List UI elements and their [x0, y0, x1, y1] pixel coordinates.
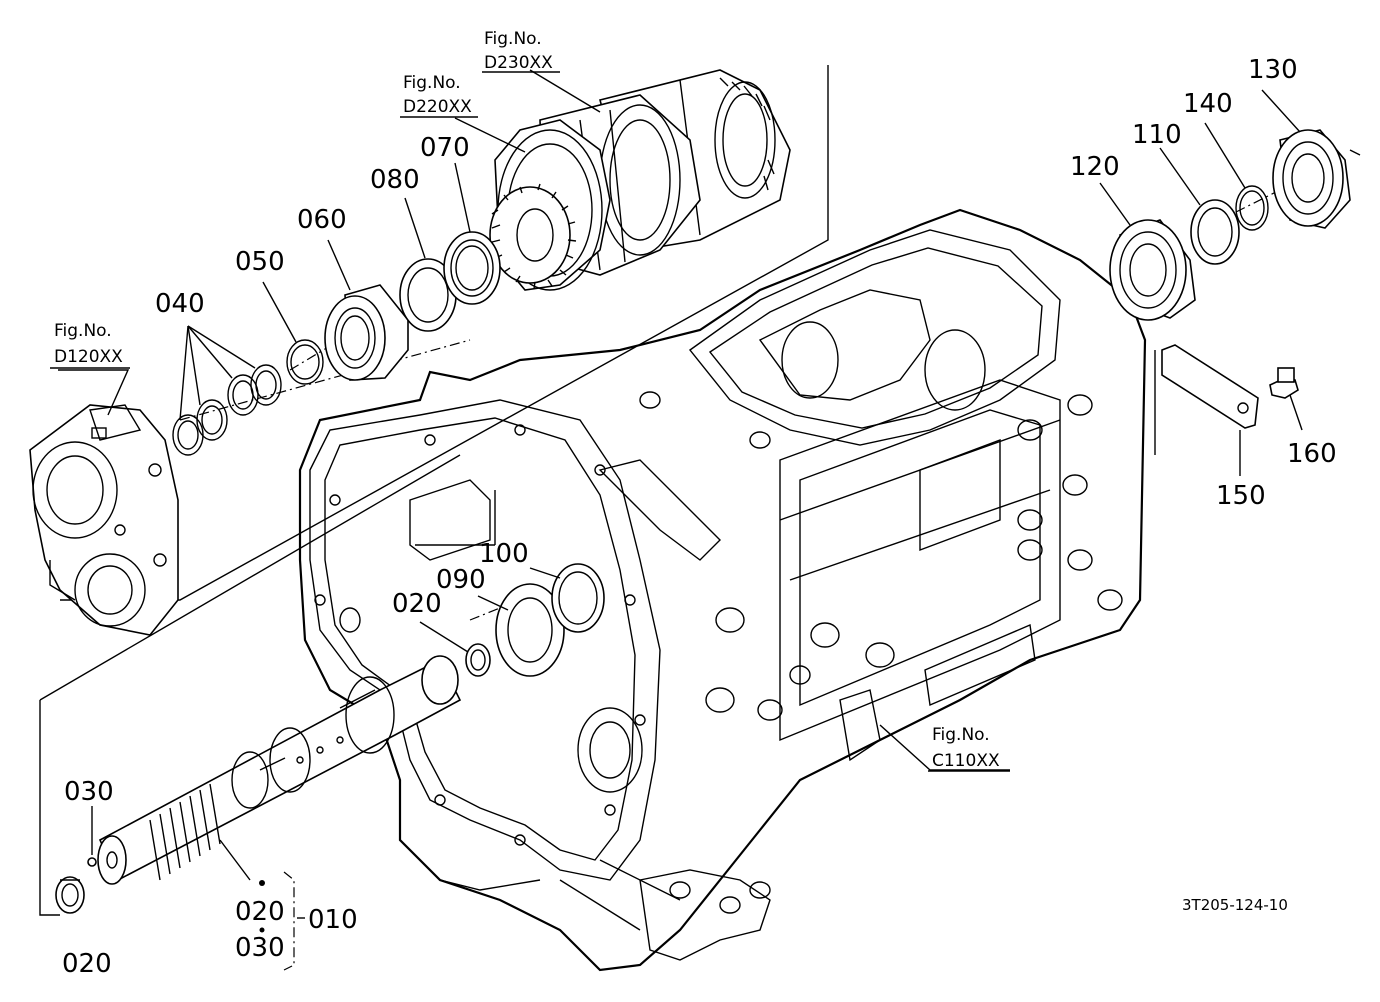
- oring-100-icon: [551, 563, 605, 633]
- figure-ref-d120-line2: D120XX: [54, 347, 123, 367]
- part-label-020-set[interactable]: 020: [235, 897, 285, 927]
- figure-ref-d120[interactable]: Fig.No. D120XX: [50, 321, 130, 369]
- part-label-010[interactable]: 010: [308, 905, 358, 935]
- figure-ref-c110-line2: C110XX: [932, 751, 1000, 771]
- transmission-case-icon: [298, 208, 1147, 972]
- leader-lines: [58, 69, 1303, 933]
- part-label-070[interactable]: 070: [420, 133, 470, 163]
- figure-ref-d220[interactable]: Fig.No. D220XX: [400, 73, 478, 118]
- bushing-020-bottom-icon: [55, 876, 85, 914]
- part-label-160[interactable]: 160: [1287, 439, 1337, 469]
- figure-ref-d120-line1: Fig.No.: [54, 321, 112, 341]
- shims-040-icon: [172, 364, 282, 456]
- input-shaft-icon: [97, 655, 462, 885]
- part-labels: 130 140 110 120 160 150 070 080 060 050 …: [62, 55, 1337, 979]
- figure-ref-c110[interactable]: Fig.No. C110XX: [928, 725, 1010, 772]
- part-label-040[interactable]: 040: [155, 289, 205, 319]
- part-label-080[interactable]: 080: [370, 165, 420, 195]
- bearing-120-icon: [1109, 219, 1196, 321]
- part-label-030-top[interactable]: 030: [64, 777, 114, 807]
- part-label-150[interactable]: 150: [1216, 481, 1266, 511]
- drawing-code: 3T205-124-10: [1182, 896, 1288, 914]
- part-label-090[interactable]: 090: [436, 565, 486, 595]
- seal-090-icon: [495, 583, 565, 677]
- plate-150-icon: [1161, 344, 1259, 429]
- gear-assembly-icon: [489, 69, 791, 291]
- figure-ref-d230[interactable]: Fig.No. D230XX: [482, 29, 560, 73]
- bearing-060-icon: [324, 284, 409, 381]
- figure-ref-d220-line1: Fig.No.: [403, 73, 461, 93]
- circlip-140-icon: [1235, 185, 1269, 231]
- part-label-100[interactable]: 100: [479, 539, 529, 569]
- seal-070-icon: [443, 231, 501, 305]
- part-label-020-bottom[interactable]: 020: [62, 949, 112, 979]
- figure-ref-d230-line1: Fig.No.: [484, 29, 542, 49]
- bushing-020-icon: [465, 643, 491, 677]
- circlip-050-icon: [286, 339, 324, 385]
- part-label-050[interactable]: 050: [235, 247, 285, 277]
- part-label-110[interactable]: 110: [1132, 120, 1182, 150]
- part-label-030-set[interactable]: 030: [235, 933, 285, 963]
- part-label-140[interactable]: 140: [1183, 89, 1233, 119]
- bearing-130-icon: [1272, 129, 1361, 229]
- washer-110-icon: [1190, 199, 1240, 265]
- part-label-130[interactable]: 130: [1248, 55, 1298, 85]
- figure-ref-d230-line2: D230XX: [484, 53, 553, 73]
- figure-ref-c110-line1: Fig.No.: [932, 725, 990, 745]
- plug-160-icon: [1269, 367, 1299, 399]
- part-label-120[interactable]: 120: [1070, 152, 1120, 182]
- figure-ref-d220-line2: D220XX: [403, 97, 472, 117]
- part-label-060[interactable]: 060: [297, 205, 347, 235]
- ball-030-icon: [87, 857, 97, 867]
- front-cover-icon: [29, 404, 179, 636]
- part-label-020-sleeve[interactable]: 020: [392, 589, 442, 619]
